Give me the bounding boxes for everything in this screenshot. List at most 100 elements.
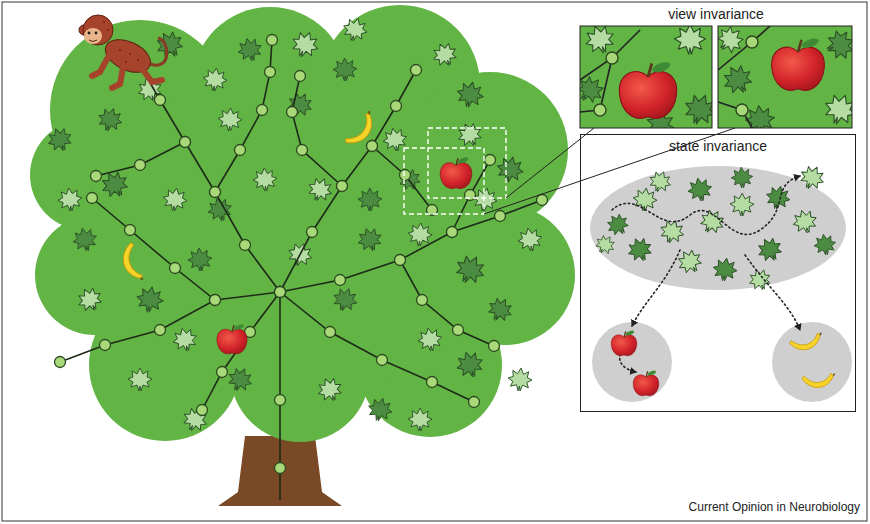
leaf [754, 234, 786, 266]
fruit [802, 371, 837, 390]
view-panel [580, 26, 712, 128]
view-panel [594, 104, 606, 116]
view-panel [606, 52, 618, 64]
leaf [674, 26, 705, 54]
state-node [335, 275, 346, 286]
leaf [471, 186, 499, 213]
state-region [590, 166, 852, 402]
view-panel [580, 26, 712, 128]
branch-line [96, 142, 185, 176]
monkey [140, 66, 162, 82]
leaf [358, 188, 382, 211]
view-box [404, 148, 484, 214]
state-node [240, 240, 251, 251]
state-node [391, 101, 402, 112]
leaf [516, 226, 544, 253]
leaf [718, 26, 749, 58]
branch-line [60, 292, 280, 362]
state-node [367, 141, 378, 152]
monkey [129, 53, 131, 55]
fruit [118, 109, 472, 353]
view-panel-border [580, 26, 712, 128]
state-node [447, 227, 458, 238]
tree-canopy [100, 60, 500, 400]
branch-line [400, 260, 494, 346]
view-panel-border [718, 26, 852, 128]
leaf [305, 174, 336, 204]
state-node [210, 187, 221, 198]
monkey [103, 21, 105, 23]
leaf [680, 90, 712, 128]
monkey [103, 21, 139, 63]
state-region [772, 322, 852, 402]
leaf [455, 79, 486, 109]
leaf [429, 39, 460, 70]
leaf [657, 217, 687, 246]
state-node [447, 227, 458, 238]
state-node [275, 287, 286, 298]
leaf [408, 408, 432, 431]
state-node [307, 227, 318, 238]
monkey [137, 59, 139, 61]
leaf [341, 15, 370, 43]
monkey [119, 49, 121, 51]
leaf [790, 207, 819, 236]
view-box [428, 128, 506, 198]
leaf [407, 222, 433, 247]
leaf [288, 28, 322, 61]
view-panel [718, 26, 770, 128]
monkey [92, 50, 112, 76]
leaf [366, 395, 395, 423]
view-panel [772, 37, 825, 91]
leaf [603, 210, 633, 239]
leaf [74, 284, 106, 316]
fruit [440, 156, 472, 188]
leaf [333, 58, 358, 82]
transition-path [612, 176, 800, 234]
state-node [180, 137, 191, 148]
state-node [325, 327, 336, 338]
panel-heading: state invariance [581, 135, 855, 155]
state-node [235, 145, 246, 156]
leaf [128, 368, 152, 391]
state-node [55, 357, 66, 368]
state-node [197, 405, 208, 416]
leaf [744, 104, 775, 128]
leaf [454, 119, 485, 150]
transition-path [632, 250, 680, 326]
leaf [187, 247, 213, 272]
leaf [686, 176, 714, 203]
state-node [395, 255, 406, 266]
state-node [367, 141, 378, 152]
leaf [330, 285, 360, 315]
state-node [295, 71, 306, 82]
leaf [152, 27, 188, 62]
leaf [646, 168, 673, 195]
leaf [170, 325, 199, 353]
state-node [400, 170, 411, 181]
monkey [125, 61, 127, 63]
leaf [624, 234, 655, 265]
leaf [97, 167, 132, 202]
state-node [180, 137, 191, 148]
state-node [217, 367, 228, 378]
leaf [712, 256, 739, 282]
monkey [95, 32, 98, 35]
fruit [611, 330, 637, 356]
branch-line [292, 76, 342, 186]
leaf [95, 105, 125, 134]
view-panel [746, 36, 758, 48]
leaf [284, 89, 316, 120]
monkey [79, 15, 167, 88]
view-panel [619, 60, 676, 118]
leaf [44, 124, 75, 154]
state-node [155, 325, 166, 336]
state-node [417, 295, 428, 306]
state-node [275, 287, 286, 298]
state-node [411, 65, 422, 76]
branch-line [280, 292, 474, 402]
view-panel [718, 26, 852, 128]
state-node [210, 187, 221, 198]
